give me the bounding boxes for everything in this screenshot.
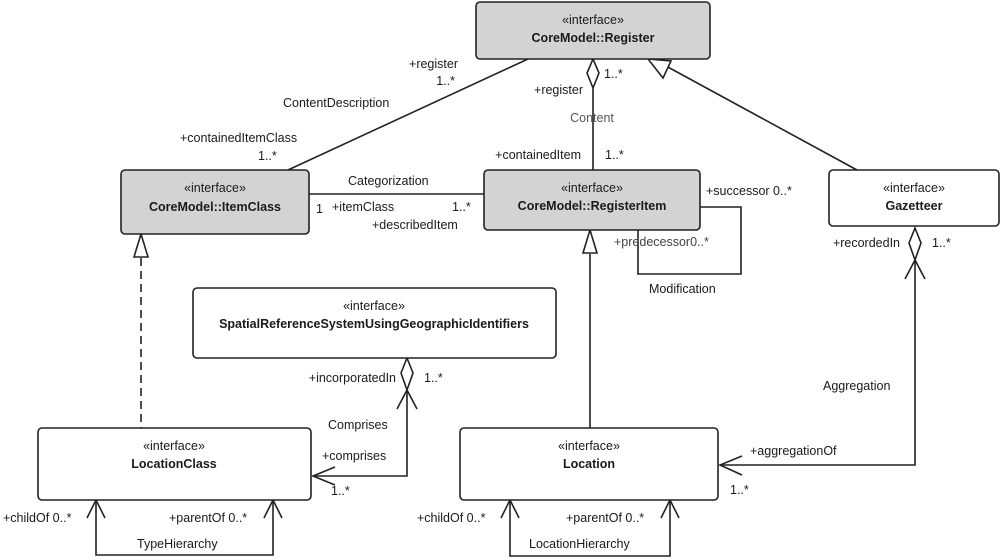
comprises-srs-role: +incorporatedIn — [309, 371, 396, 385]
comprises-lc-mult: 1..* — [331, 484, 350, 498]
aggregation-assoc-name: Aggregation — [823, 379, 890, 393]
comprises-aggregation-diamond — [400, 355, 414, 393]
cd-register-role: +register — [409, 57, 458, 71]
comprises-srs-mult: 1..* — [424, 371, 443, 385]
location-hierarchy-assoc-name: LocationHierarchy — [529, 537, 630, 551]
class-location-name: Location — [563, 457, 615, 471]
cd-register-mult: 1..* — [436, 74, 455, 88]
class-register-name: CoreModel::Register — [532, 31, 655, 45]
categorization-item-role: +describedItem — [372, 218, 458, 232]
class-register-item[interactable]: «interface» CoreModel::RegisterItem — [483, 169, 701, 231]
categorization-assoc-name: Categorization — [348, 174, 429, 188]
categorization-class-mult: 1 — [316, 202, 323, 216]
modification-predecessor: +predecessor0..* — [614, 235, 709, 249]
aggregation-loc-role: +aggregationOf — [750, 444, 837, 458]
aggregation-diamond — [908, 225, 922, 263]
comprises-assoc-name: Comprises — [328, 418, 388, 432]
aggregation-arrow-up — [904, 258, 926, 280]
type-hierarchy-parent: +parentOf 0..* — [169, 511, 247, 525]
content-description-line — [287, 58, 529, 171]
class-gazetteer-name: Gazetteer — [886, 199, 943, 213]
comprises-lc-role: +comprises — [322, 449, 386, 463]
class-item-class-stereotype: «interface» — [184, 181, 246, 195]
location-hierarchy-child: +childOf 0..* — [417, 511, 486, 525]
cd-itemclass-role: +containedItemClass — [180, 131, 297, 145]
type-hierarchy-line — [95, 500, 274, 556]
comprises-arrow-up — [396, 388, 418, 410]
location-generalization-arrowhead — [581, 227, 599, 254]
class-register-stereotype: «interface» — [562, 13, 624, 27]
aggregation-arrow-left — [717, 455, 743, 476]
class-item-class[interactable]: «interface» CoreModel::ItemClass — [120, 169, 310, 235]
content-item-role: +containedItem — [495, 148, 581, 162]
content-aggregation-diamond — [586, 56, 600, 91]
content-register-mult: 1..* — [604, 67, 623, 81]
categorization-item-mult: 1..* — [452, 200, 471, 214]
type-hierarchy-child: +childOf 0..* — [3, 511, 72, 525]
comprises-line — [313, 390, 408, 477]
aggregation-line — [720, 260, 916, 466]
modification-assoc-name: Modification — [649, 282, 716, 296]
modification-successor: +successor 0..* — [706, 184, 792, 198]
class-spatial-reference-system[interactable]: «interface» SpatialReferenceSystemUsingG… — [192, 287, 557, 359]
gazetteer-generalization-arrowhead — [646, 58, 673, 80]
gazetteer-generalization-line — [665, 65, 858, 171]
type-hierarchy-assoc-name: TypeHierarchy — [137, 537, 218, 551]
cd-itemclass-mult: 1..* — [258, 149, 277, 163]
class-location-stereotype: «interface» — [558, 439, 620, 453]
content-register-role: +register — [534, 83, 583, 97]
class-register-item-stereotype: «interface» — [561, 181, 623, 195]
class-register[interactable]: «interface» CoreModel::Register — [475, 1, 711, 60]
class-location-class-name: LocationClass — [131, 457, 216, 471]
aggregation-loc-mult: 1..* — [730, 483, 749, 497]
comprises-arrow-left — [310, 466, 336, 486]
modification-line — [637, 206, 742, 275]
class-location-class-stereotype: «interface» — [143, 439, 205, 453]
class-srs-name: SpatialReferenceSystemUsingGeographicIde… — [219, 317, 529, 331]
class-gazetteer[interactable]: «interface» Gazetteer — [828, 169, 1000, 227]
cd-assoc-name: ContentDescription — [283, 96, 389, 110]
aggregation-gaz-role: +recordedIn — [833, 236, 900, 250]
class-gazetteer-stereotype: «interface» — [883, 181, 945, 195]
class-register-item-name: CoreModel::RegisterItem — [518, 199, 667, 213]
content-item-mult: 1..* — [605, 148, 624, 162]
categorization-class-role: +itemClass — [332, 200, 394, 214]
locationclass-realization-arrowhead — [132, 231, 150, 258]
location-hierarchy-parent: +parentOf 0..* — [566, 511, 644, 525]
location-hierarchy-line — [509, 500, 671, 557]
class-location-class[interactable]: «interface» LocationClass — [37, 427, 312, 501]
class-item-class-name: CoreModel::ItemClass — [149, 200, 281, 214]
content-assoc-name: Content — [570, 111, 614, 125]
aggregation-gaz-mult: 1..* — [932, 236, 951, 250]
class-location[interactable]: «interface» Location — [459, 427, 719, 501]
class-srs-stereotype: «interface» — [343, 299, 405, 313]
